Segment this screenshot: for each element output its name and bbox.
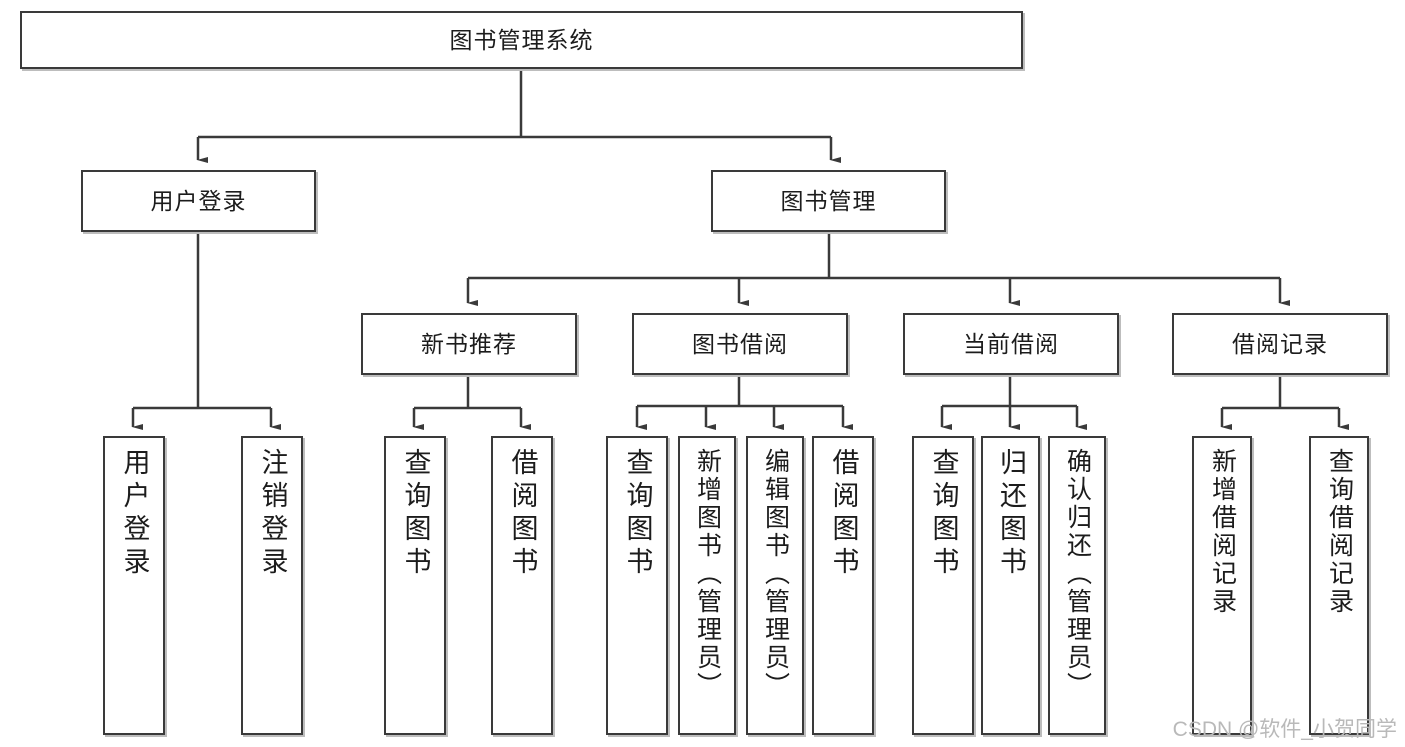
node-label: 借阅图书 bbox=[507, 448, 538, 580]
node-label: 确认归还（管理员） bbox=[1063, 448, 1092, 700]
node-label: 新增借阅记录 bbox=[1208, 448, 1237, 616]
leaf-book-borrow-borrow[interactable]: 借阅图书 bbox=[812, 436, 874, 735]
node-label: 查询图书 bbox=[928, 448, 959, 580]
node-label: 新增图书（管理员） bbox=[693, 448, 722, 700]
leaf-new-book-borrow[interactable]: 借阅图书 bbox=[491, 436, 553, 735]
leaf-current-borrow-confirm[interactable]: 确认归还（管理员） bbox=[1048, 436, 1106, 735]
node-label: 当前借阅 bbox=[963, 330, 1059, 357]
node-book-management[interactable]: 图书管理 bbox=[711, 170, 946, 232]
leaf-user-login-login[interactable]: 用户登录 bbox=[103, 436, 165, 735]
leaf-current-borrow-return[interactable]: 归还图书 bbox=[981, 436, 1040, 735]
node-label: 图书管理系统 bbox=[449, 26, 594, 53]
node-label: 注销登录 bbox=[257, 448, 288, 580]
node-label: 图书管理 bbox=[780, 187, 877, 214]
leaf-book-borrow-add[interactable]: 新增图书（管理员） bbox=[678, 436, 736, 735]
node-user-login[interactable]: 用户登录 bbox=[81, 170, 316, 232]
leaf-book-borrow-query[interactable]: 查询图书 bbox=[606, 436, 668, 735]
leaf-new-book-query[interactable]: 查询图书 bbox=[384, 436, 446, 735]
node-current-borrow[interactable]: 当前借阅 bbox=[903, 313, 1119, 375]
leaf-borrow-record-query[interactable]: 查询借阅记录 bbox=[1309, 436, 1369, 735]
node-book-borrow[interactable]: 图书借阅 bbox=[632, 313, 848, 375]
leaf-book-borrow-edit[interactable]: 编辑图书（管理员） bbox=[746, 436, 804, 735]
node-new-book-recommend[interactable]: 新书推荐 bbox=[361, 313, 577, 375]
node-label: 查询图书 bbox=[400, 448, 431, 580]
node-label: 借阅图书 bbox=[828, 448, 859, 580]
leaf-user-login-logout[interactable]: 注销登录 bbox=[241, 436, 303, 735]
node-borrow-record[interactable]: 借阅记录 bbox=[1172, 313, 1388, 375]
node-label: 查询借阅记录 bbox=[1325, 448, 1354, 616]
node-label: 新书推荐 bbox=[421, 330, 517, 357]
leaf-borrow-record-add[interactable]: 新增借阅记录 bbox=[1192, 436, 1252, 735]
node-root-system[interactable]: 图书管理系统 bbox=[20, 11, 1023, 69]
node-label: 借阅记录 bbox=[1232, 330, 1328, 357]
node-label: 图书借阅 bbox=[692, 330, 788, 357]
node-label: 编辑图书（管理员） bbox=[761, 448, 790, 700]
node-label: 用户登录 bbox=[150, 187, 247, 214]
node-label: 用户登录 bbox=[119, 448, 150, 580]
node-label: 归还图书 bbox=[996, 448, 1026, 580]
node-label: 查询图书 bbox=[622, 448, 653, 580]
leaf-current-borrow-query[interactable]: 查询图书 bbox=[912, 436, 974, 735]
